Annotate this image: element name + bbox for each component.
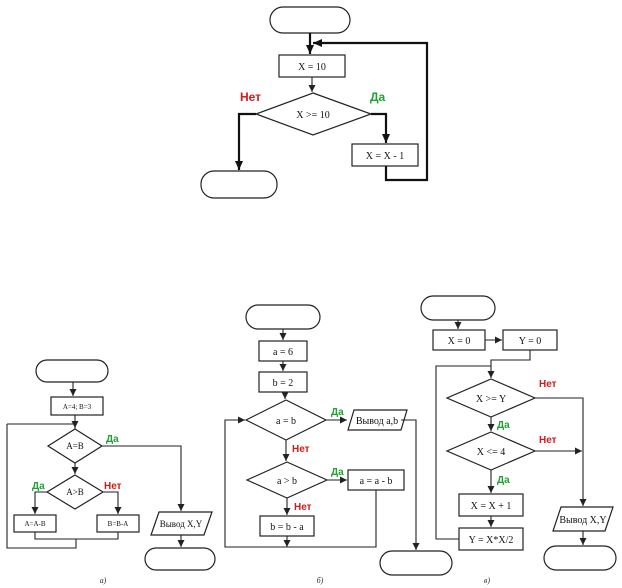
b-edge-output-to-end	[401, 419, 420, 550]
c-assign-y-text: Y = 0	[519, 336, 542, 347]
b-output-text: Вывод a,b	[356, 416, 398, 427]
a-no-label-2: Нет	[104, 481, 122, 492]
b-sub-a-text: a = a - b	[360, 476, 393, 487]
c-condition-xy-text: X >= Y	[476, 394, 506, 405]
top-no-label: Нет	[240, 90, 261, 104]
c-edge-loop-back	[435, 365, 491, 540]
top-condition-diamond	[254, 92, 373, 136]
c-output-parallelogram	[552, 506, 614, 532]
b-yes-label-1: Да	[331, 407, 344, 418]
a-output-parallelogram	[150, 511, 213, 536]
c-calc-text: Y = X*X/2	[469, 535, 514, 546]
a-sub-b-text: B=B-A	[108, 520, 129, 528]
a-output-text: Вывод X,Y	[160, 519, 203, 529]
top-end-terminal	[200, 170, 278, 199]
a-edge-yes-to-output	[102, 445, 185, 511]
top-edge-no-branch	[235, 112, 256, 170]
c-increment-text: X = X + 1	[471, 501, 512, 512]
c-assign-x-text: X = 0	[448, 336, 471, 347]
a-edge-loop-back	[6, 424, 77, 549]
b-no-label-1: Нет	[292, 444, 310, 455]
c-no-label-2: Нет	[539, 435, 557, 446]
top-condition-text: X >= 10	[296, 110, 330, 121]
top-flowchart: X = 10 X >= 10 Нет Да X = X - 1	[200, 6, 429, 199]
c-yes-label-1: Да	[497, 420, 510, 431]
a-init-box	[50, 396, 104, 416]
top-yes-label: Да	[370, 90, 386, 104]
b-start-terminal	[245, 304, 321, 330]
c-edge-y-to-cond	[487, 350, 531, 378]
flowchart-c: X = 0 Y = 0 X >= Y Нет Да X <= 4 Нет Да …	[420, 295, 617, 585]
b-end-terminal	[379, 550, 453, 576]
flowchart-b: a = 6 b = 2 a = b Да Вывод a,b Нет a > b…	[224, 304, 453, 585]
a-yes-label-2: Да	[32, 481, 45, 492]
top-edge-yes-branch	[371, 112, 390, 143]
a-caption: а)	[100, 576, 107, 585]
c-end-terminal	[543, 545, 617, 571]
b-edge-loop-back	[224, 416, 287, 548]
top-start-terminal	[269, 6, 351, 34]
c-start-terminal	[420, 295, 496, 321]
a-sub-a-text: A=A-B	[24, 520, 45, 528]
b-no-label-2: Нет	[294, 502, 312, 513]
b-yes-label-2: Да	[331, 467, 344, 478]
a-edge-merge	[34, 532, 119, 540]
b-condition-eq-text: a = b	[276, 416, 296, 427]
b-caption: б)	[317, 576, 324, 585]
a-edge-gt-yes	[31, 491, 47, 514]
c-yes-label-2: Да	[497, 475, 510, 486]
a-init-text: A=4; B=3	[63, 403, 92, 411]
c-caption: в)	[484, 576, 490, 585]
b-condition-gt-text: a > b	[277, 476, 297, 487]
a-yes-label-1: Да	[106, 434, 119, 445]
b-sub-b-text: b = b - a	[270, 522, 304, 533]
c-edge-xy-no	[535, 397, 587, 506]
top-edge-loop-back	[313, 39, 429, 182]
top-decrement-text: X = X - 1	[366, 151, 404, 162]
c-condition-x4-text: X <= 4	[477, 447, 506, 458]
flowchart-a: A=4; B=3 A=B Да A>B Да Нет A=A-B B=B-A В…	[6, 359, 216, 585]
a-start-terminal	[35, 359, 109, 383]
c-no-label-1: Нет	[539, 379, 557, 390]
a-end-terminal	[144, 547, 216, 571]
a-edge-gt-no	[103, 491, 122, 514]
b-assign-b-text: b = 2	[273, 378, 294, 389]
top-assign-text: X = 10	[298, 62, 326, 73]
b-output-parallelogram	[347, 409, 408, 431]
a-condition-gt-diamond	[45, 474, 105, 510]
c-output-text: Вывод X,Y	[559, 515, 606, 526]
a-condition-eq-text: A=B	[66, 441, 84, 451]
b-edge-sub-a-merge	[287, 490, 377, 548]
a-condition-gt-text: A>B	[66, 487, 84, 497]
b-assign-a-text: a = 6	[273, 347, 293, 358]
